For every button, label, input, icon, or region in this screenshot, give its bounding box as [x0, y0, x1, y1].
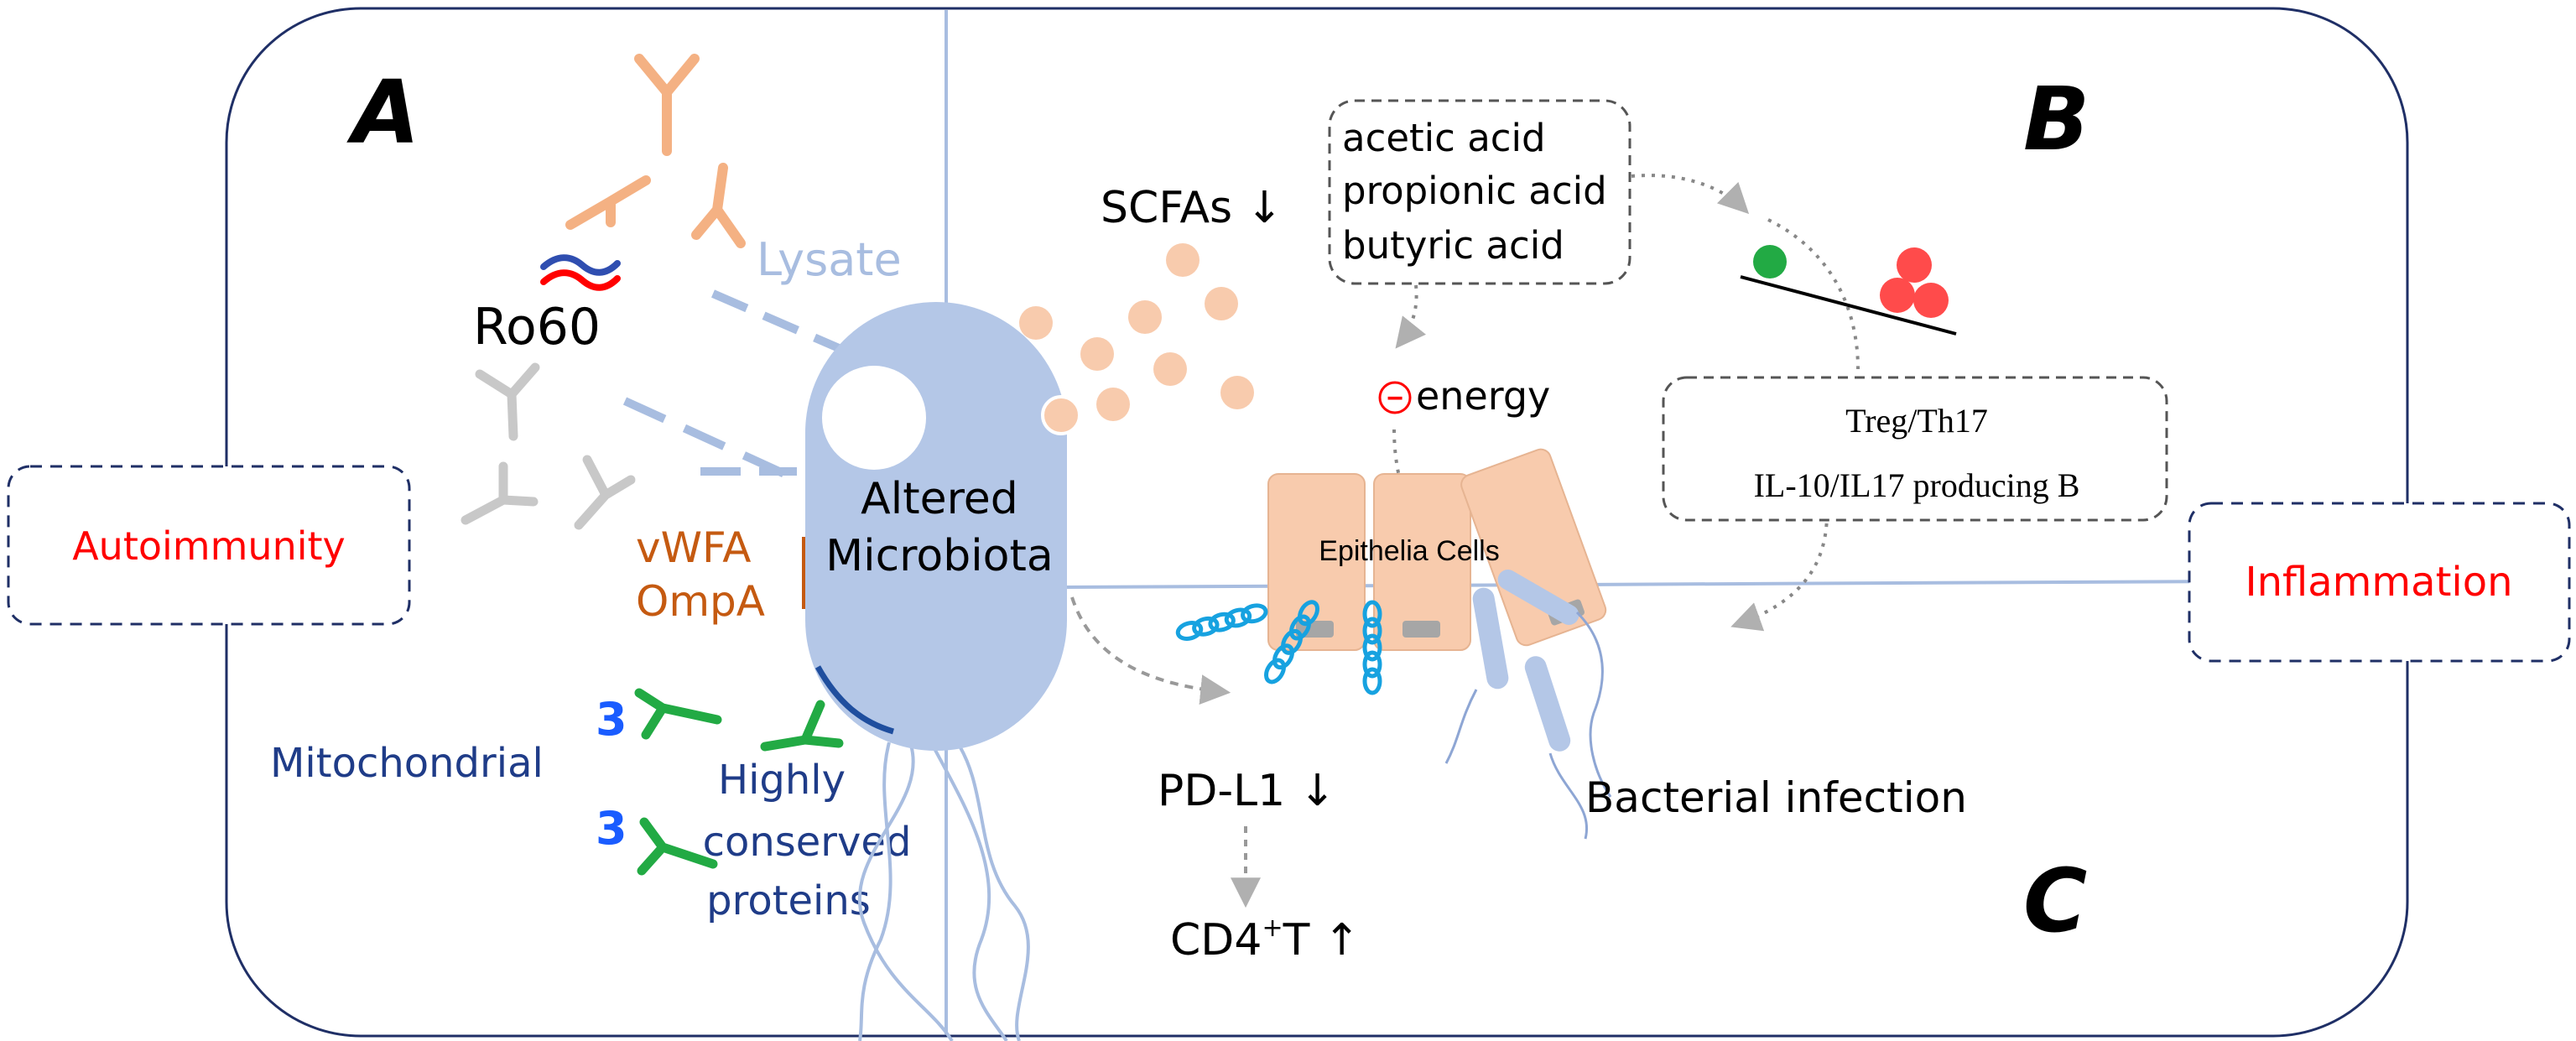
treg-label: Treg/Th17 — [1845, 402, 1988, 440]
microbe-arc-blue — [814, 665, 894, 735]
epithelia-label: Epithelia Cells — [1319, 535, 1499, 567]
green-antibody-icon — [634, 688, 844, 876]
acid-acetic: acetic acid — [1342, 116, 1546, 160]
il-label: IL-10/IL17 producing B — [1754, 466, 2080, 504]
ompa-label: OmpA — [636, 577, 765, 626]
invading-bacteria-icon — [1444, 570, 1612, 840]
conserved-label-line2: conserved — [703, 819, 912, 866]
flagella — [857, 737, 1030, 1041]
th17-balls-red — [1880, 247, 1949, 318]
microbe-label-line1: Altered — [861, 474, 1018, 524]
energy-label: energy — [1416, 373, 1550, 419]
pdl1-label: PD-L1 ↓ — [1158, 766, 1335, 816]
inflammation-box — [2188, 502, 2571, 663]
ro60-label: Ro60 — [473, 298, 601, 357]
vwfa-label: vWFA — [636, 523, 751, 572]
conserved-label-line1: Highly — [718, 757, 846, 804]
lysis-notch — [822, 366, 926, 470]
conserved-label-line3: proteins — [706, 877, 871, 924]
panel-letter-a: A — [346, 61, 420, 164]
bacterial-infection-label: Bacterial infection — [1585, 773, 1967, 822]
scfa-particles — [1019, 243, 1254, 421]
panel-letter-c: C — [2023, 850, 2087, 952]
panel-letter-b: B — [2023, 68, 2089, 170]
treg-box — [1662, 376, 2168, 522]
cd4-label: CD4+T ↑ — [1170, 913, 1360, 966]
dna-coil-icon — [1175, 600, 1382, 695]
acids-box — [1328, 99, 1631, 285]
digit-3-bottom: 3 — [596, 802, 627, 855]
microbe-body — [805, 302, 1067, 751]
mitochondrial-label: Mitochondrial — [270, 740, 544, 787]
lysate-dashes — [622, 289, 840, 481]
autoimmunity-label: Autoimmunity — [72, 523, 346, 569]
minus-circle-icon: − — [1378, 381, 1412, 414]
gray-antibody-icon — [461, 362, 636, 530]
acid-propionic: propionic acid — [1342, 169, 1607, 213]
balance-beam — [1740, 275, 1957, 336]
autoimmunity-box — [7, 465, 411, 626]
scfas-label: SCFAs ↓ — [1101, 183, 1283, 233]
ro60-squiggle-icon — [540, 254, 621, 291]
treg-ball-green — [1753, 245, 1787, 278]
svg-text:−: − — [1387, 383, 1403, 414]
cycle-arrows — [1392, 174, 1860, 632]
lysate-label: Lysate — [757, 233, 902, 286]
digit-3-top: 3 — [596, 693, 627, 746]
microbe-budding-vesicle — [1041, 395, 1081, 435]
inflammation-label: Inflammation — [2245, 559, 2512, 606]
acid-butyric: butyric acid — [1342, 223, 1564, 268]
orange-antibody-icon — [565, 54, 746, 248]
arrow-microbe-to-pdl1 — [1070, 596, 1231, 705]
microbe-label-line2: Microbiota — [825, 531, 1053, 581]
